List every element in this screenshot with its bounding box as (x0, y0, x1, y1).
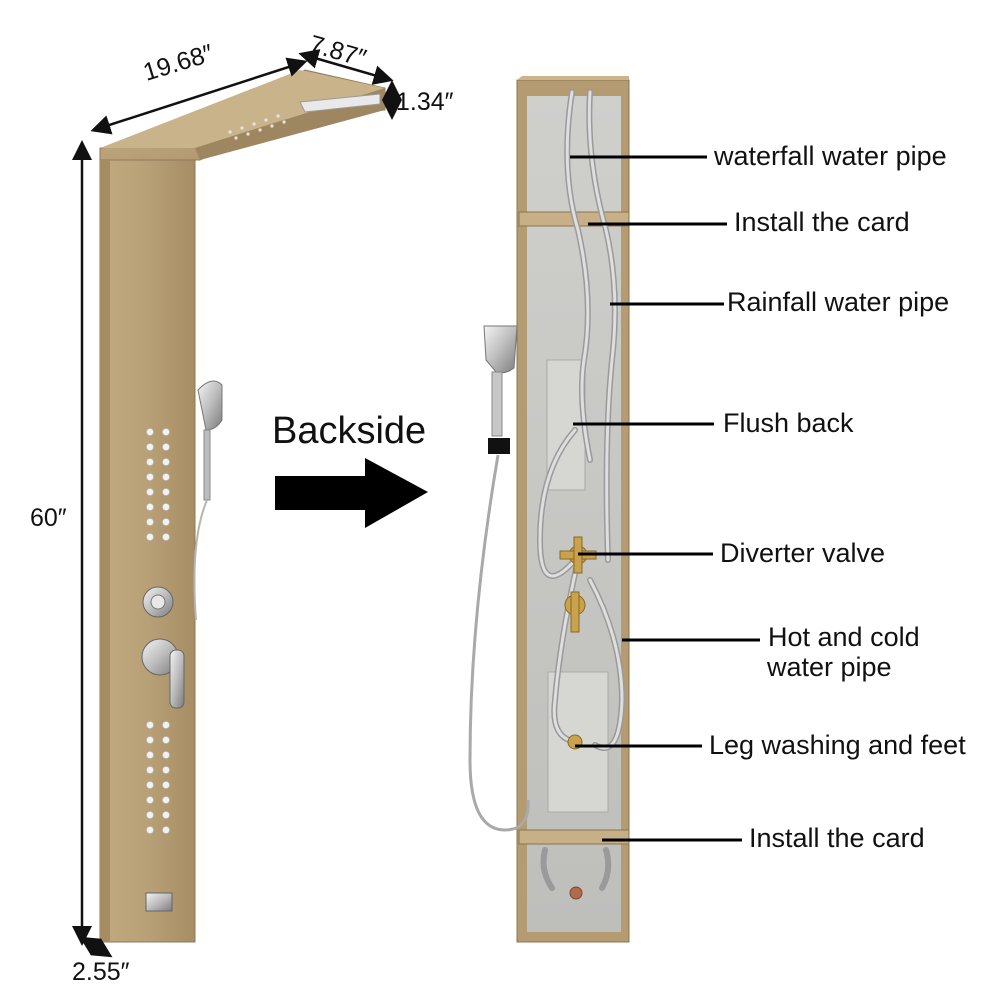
callout-leg-washing: Leg washing and feet (709, 730, 966, 760)
dimension-lines (72, 49, 402, 958)
callout-waterfall-pipe: waterfall water pipe (714, 141, 947, 171)
dimension-thickness: 1.34″ (396, 88, 454, 116)
backside-label: Backside (272, 410, 427, 452)
callout-flush-back: Flush back (723, 408, 854, 438)
callout-rainfall-pipe: Rainfall water pipe (727, 287, 950, 317)
dimension-height: 60″ (30, 504, 67, 532)
backside-arrow (275, 458, 428, 528)
callout-hot-cold-line1: Hot and cold (768, 622, 920, 652)
callout-hot-cold-line2: water pipe (767, 652, 892, 682)
callout-diverter-valve: Diverter valve (720, 538, 886, 568)
callout-install-card-top: Install the card (734, 207, 910, 237)
front-panel (99, 69, 386, 943)
callout-lines (570, 155, 760, 842)
dimension-panel-depth: 2.55″ (72, 958, 130, 986)
callout-install-card-bottom: Install the card (749, 823, 925, 853)
back-panel (468, 76, 630, 943)
